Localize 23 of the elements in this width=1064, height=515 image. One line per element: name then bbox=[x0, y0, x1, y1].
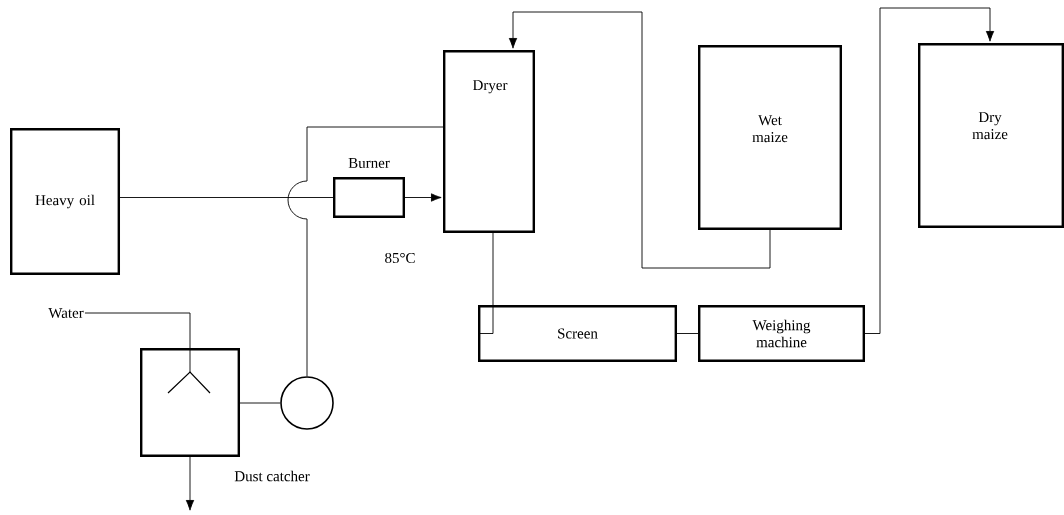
storage-bin-box: Wet maize bbox=[698, 45, 842, 230]
connector-line bbox=[84, 312, 191, 373]
inlet-label: Water bbox=[48, 308, 84, 318]
dust-catcher-box: Dust catcher bbox=[140, 348, 310, 482]
screen-box: Screen bbox=[478, 305, 677, 362]
node-label: Dust catcher bbox=[234, 470, 310, 482]
arrow bbox=[508, 11, 771, 269]
burner-box: Burner bbox=[333, 158, 405, 218]
arrow bbox=[864, 7, 995, 334]
storage-tank-box: Heavy oil bbox=[10, 128, 120, 275]
node-label: Burner bbox=[348, 158, 390, 168]
connector-line bbox=[676, 333, 699, 334]
fan-circle bbox=[280, 376, 334, 430]
temperature-label: 85°C bbox=[385, 252, 415, 264]
weighing-machine-box: Weighing machine bbox=[698, 305, 865, 362]
connector-line bbox=[239, 402, 281, 404]
storage-bin-box: Dry maize bbox=[918, 43, 1064, 228]
connector-line bbox=[287, 126, 444, 377]
connector-line bbox=[477, 232, 494, 334]
dryer-box: Dryer bbox=[443, 50, 535, 233]
connector-line bbox=[119, 197, 334, 198]
arrow bbox=[404, 193, 442, 202]
arrow bbox=[185, 456, 195, 511]
